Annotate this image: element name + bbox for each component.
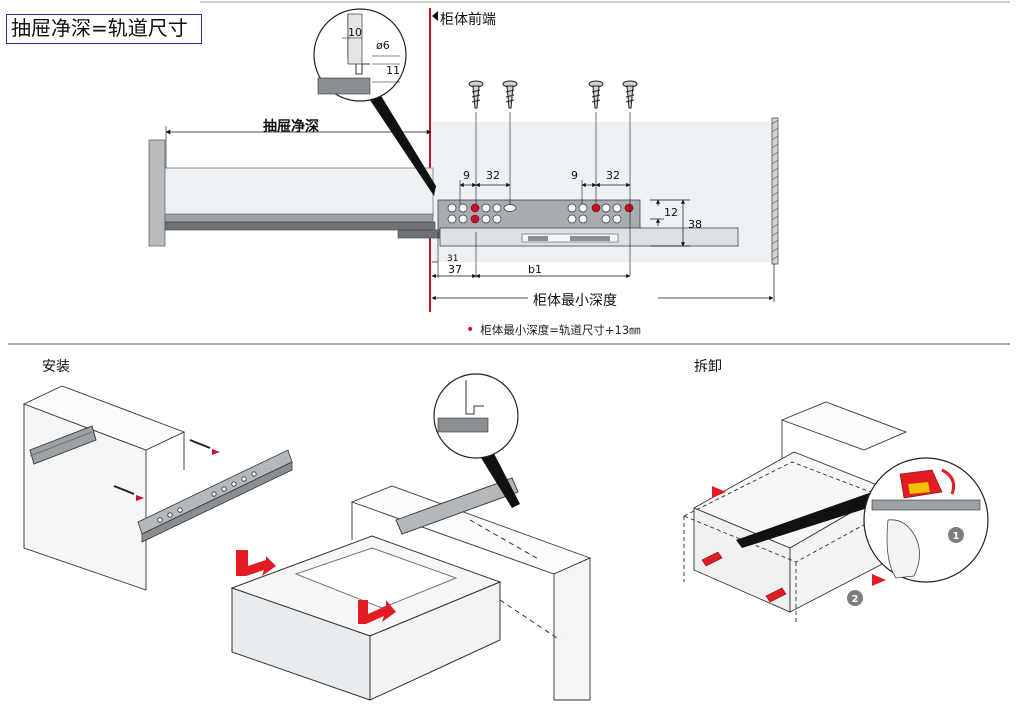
install-heading: 安装 [42, 359, 70, 375]
screw-icon [113, 439, 220, 501]
drawer-front-panel [148, 139, 166, 247]
rail-holes [447, 203, 622, 224]
dim-phi6: ø6 [376, 39, 390, 52]
cabinet-back-wall [771, 117, 779, 265]
hole-reference-lines [437, 112, 631, 278]
step-numbers: 1 2 [852, 531, 960, 605]
dim-9a: 9 [463, 169, 470, 182]
cabinet-front-arrow [432, 11, 438, 21]
dimension-labels: 10 ø6 11 9 32 9 32 12 38 31 37 b1 [348, 26, 702, 276]
install-cabinet-center [350, 477, 592, 701]
drawer-box [230, 519, 561, 701]
remove-heading: 拆卸 [694, 359, 722, 375]
screw-icon [588, 80, 604, 109]
detail-callout-right [736, 457, 989, 583]
rail-holes-red [470, 203, 634, 224]
dim-32a: 32 [486, 169, 500, 182]
dim-37: 37 [448, 263, 462, 276]
dim-b1: b1 [528, 263, 542, 276]
dimension-lines [431, 182, 775, 302]
screw-icon [468, 80, 484, 109]
detail-callout-center [433, 373, 520, 508]
drawer-runner-low [397, 229, 441, 239]
dim-31: 31 [447, 254, 458, 264]
release-lever-red [701, 551, 787, 603]
step-badge [847, 527, 964, 606]
drawer-bottom [164, 213, 434, 223]
min-depth-label: 柜体最小深度 [533, 293, 617, 309]
cabinet-front-label: 柜体前端 [440, 12, 496, 28]
drawer-depth-label: 抽屉净深 [263, 119, 319, 135]
dim-11: 11 [386, 64, 400, 77]
bullet-icon: • [466, 322, 475, 338]
install-cabinet-left [22, 385, 186, 591]
drawer-side [164, 167, 434, 217]
arrow-icon [236, 550, 396, 624]
step-2: 2 [852, 594, 859, 605]
arrow-icon [712, 486, 886, 586]
step-1: 1 [953, 531, 960, 542]
page-title: 抽屉净深=轨道尺寸 [6, 14, 202, 44]
dim-10: 10 [348, 26, 362, 39]
dim-9b: 9 [571, 169, 578, 182]
detail-callout-top [313, 8, 436, 196]
drawer-runner [164, 221, 436, 231]
install-rail [137, 449, 293, 543]
note-text: 柜体最小深度=轨道尺寸+13㎜ [480, 323, 641, 337]
min-depth-note: • 柜体最小深度=轨道尺寸+13㎜ [466, 322, 641, 338]
screw-icon [622, 80, 638, 109]
screw-icon [502, 80, 518, 109]
dim-12: 12 [664, 206, 678, 219]
dim-32b: 32 [606, 169, 620, 182]
dim-38: 38 [688, 218, 702, 231]
